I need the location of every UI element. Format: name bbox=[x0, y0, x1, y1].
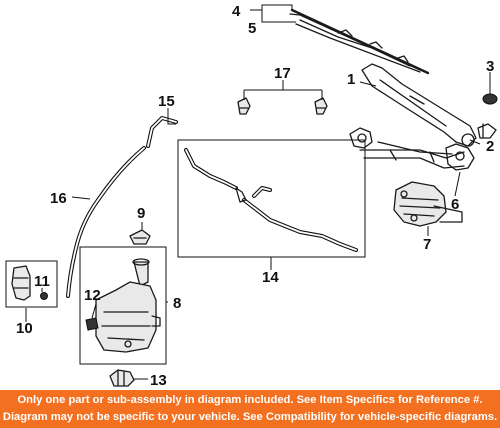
cap-and-nut bbox=[477, 93, 498, 139]
disclaimer-line-2: Diagram may not be specific to your vehi… bbox=[2, 411, 498, 423]
callout-2: 2 bbox=[486, 138, 494, 155]
callout-9: 9 bbox=[137, 205, 145, 222]
grommet bbox=[85, 317, 99, 331]
washer-nozzles bbox=[237, 97, 328, 115]
washer-hose-box bbox=[177, 139, 366, 258]
disclaimer-line-1: Only one part or sub-assembly in diagram… bbox=[17, 394, 483, 406]
callout-13: 13 bbox=[150, 372, 167, 389]
wiper-motor bbox=[393, 181, 463, 227]
callout-3: 3 bbox=[486, 58, 494, 75]
parts-diagram: 1 2 3 4 5 6 7 8 9 10 11 12 13 14 15 16 1… bbox=[5, 3, 498, 389]
callout-numbers: 1 2 3 4 5 6 7 8 9 10 11 12 13 14 15 16 1… bbox=[16, 3, 494, 389]
leader-lines bbox=[25, 4, 491, 380]
callout-6: 6 bbox=[451, 196, 459, 213]
callout-12: 12 bbox=[84, 287, 101, 304]
washer-hose-front bbox=[66, 116, 178, 298]
callout-17: 17 bbox=[274, 65, 291, 82]
callout-1: 1 bbox=[347, 71, 355, 88]
callout-10: 10 bbox=[16, 320, 33, 337]
wiper-blade-assembly bbox=[289, 8, 430, 75]
wiper-arm bbox=[361, 63, 477, 147]
callout-8: 8 bbox=[173, 295, 181, 312]
washer-pump bbox=[5, 260, 58, 308]
callout-4: 4 bbox=[232, 3, 241, 20]
wiper-linkage bbox=[349, 127, 475, 171]
callout-5: 5 bbox=[248, 20, 256, 37]
level-sensor bbox=[129, 229, 151, 245]
callout-14: 14 bbox=[262, 269, 279, 286]
callout-11: 11 bbox=[34, 273, 50, 290]
callout-15: 15 bbox=[158, 93, 175, 110]
washer-reservoir bbox=[79, 246, 167, 365]
callout-7: 7 bbox=[423, 236, 431, 253]
pump-connector bbox=[109, 369, 135, 387]
callout-16: 16 bbox=[50, 190, 67, 207]
disclaimer-banner: Only one part or sub-assembly in diagram… bbox=[0, 390, 500, 428]
